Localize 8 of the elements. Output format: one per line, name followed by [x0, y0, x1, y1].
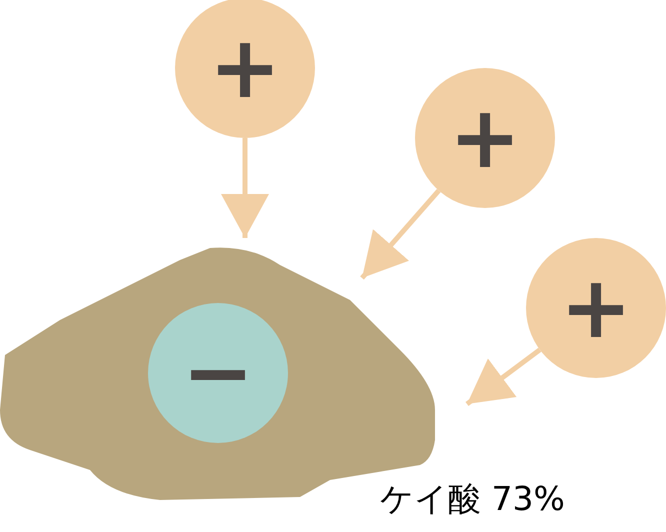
arrow [221, 138, 269, 238]
charge-sign: + [560, 265, 632, 351]
charge-sign: + [208, 25, 282, 111]
charge-sign: + [448, 95, 522, 181]
arrow [466, 348, 542, 406]
charge-sign: − [182, 330, 254, 416]
composition-label: ケイ酸 73% [380, 478, 565, 520]
arrow [360, 188, 441, 280]
